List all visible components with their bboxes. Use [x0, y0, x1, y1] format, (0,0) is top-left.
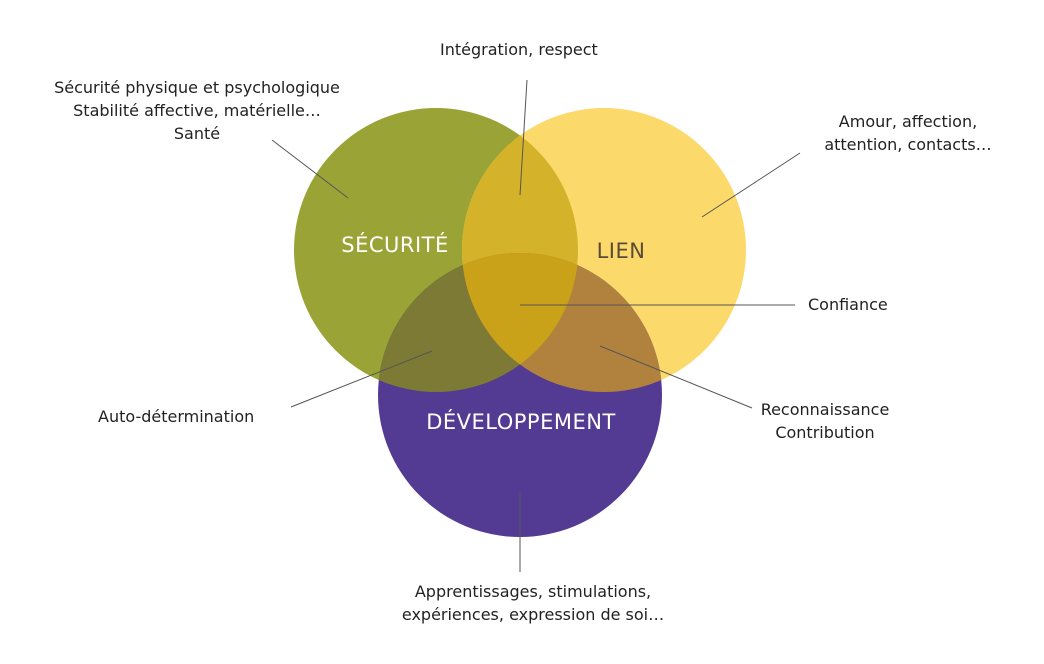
securite-label: SÉCURITÉ — [341, 232, 449, 257]
annotation-reconnaissance-line-2: Contribution — [775, 423, 875, 443]
annotation-lien-line-1: Amour, affection, — [838, 112, 978, 131]
leader-line-reconnaissance — [599, 345, 753, 409]
overlap-securite-developpement — [378, 253, 578, 392]
leader-line-integration — [519, 79, 528, 196]
annotation-developpement-line-1: Apprentissages, stimulations, — [414, 582, 652, 601]
leader-line-securite — [271, 139, 349, 199]
annotation-securite-line-2: Stabilité affective, matérielle… — [73, 101, 321, 121]
annotation-autodetermination: Auto-détermination — [98, 405, 254, 428]
annotation-securite: Sécurité physique et psychologique Stabi… — [44, 76, 350, 146]
annotation-autodetermination-text: Auto-détermination — [98, 407, 255, 426]
annotation-confiance-text: Confiance — [808, 295, 888, 314]
annotation-securite-line-1: Sécurité physique et psychologique — [54, 78, 340, 97]
developpement-label: DÉVELOPPEMENT — [426, 409, 616, 434]
leader-line-autodetermination — [290, 350, 433, 408]
leader-lines — [271, 79, 801, 572]
annotation-lien: Amour, affection, attention, contacts… — [812, 110, 1004, 156]
annotation-reconnaissance: Reconnaissance Contribution — [752, 398, 898, 444]
annotation-developpement-line-2: expériences, expression de soi… — [401, 605, 665, 625]
lien-label: LIEN — [597, 239, 646, 263]
annotation-confiance: Confiance — [808, 293, 888, 316]
overlap-lien-developpement — [462, 253, 662, 392]
annotation-developpement: Apprentissages, stimulations, expérience… — [380, 580, 686, 626]
annotation-securite-line-3: Santé — [173, 124, 221, 144]
annotation-integration-text: Intégration, respect — [440, 40, 598, 59]
annotation-lien-line-2: attention, contacts… — [824, 135, 992, 155]
annotation-reconnaissance-line-1: Reconnaissance — [760, 400, 890, 419]
leader-line-lien — [701, 152, 801, 218]
annotation-integration: Intégration, respect — [440, 38, 598, 61]
